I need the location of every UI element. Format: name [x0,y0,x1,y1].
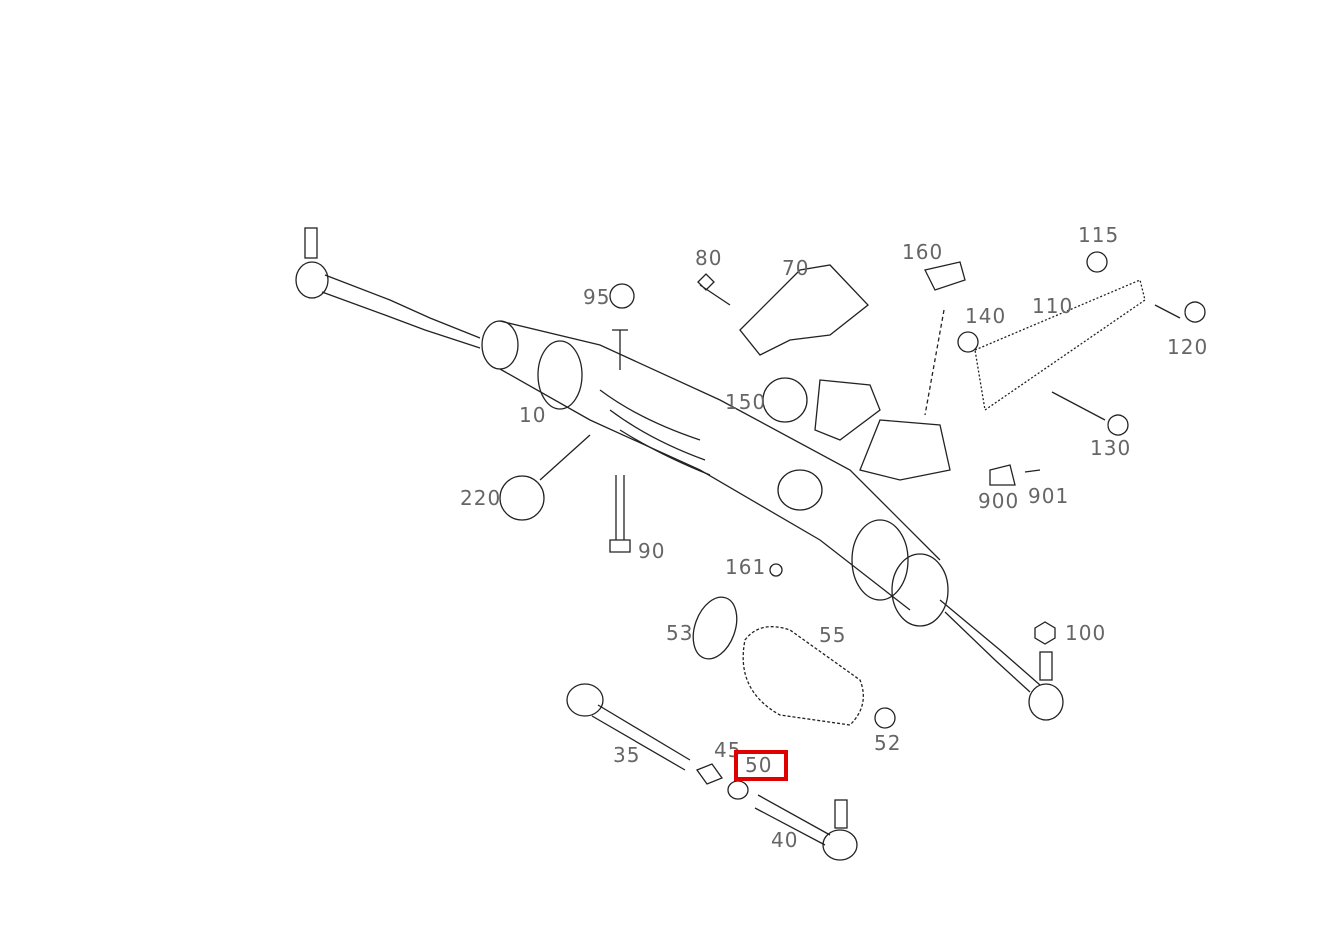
part-label-130[interactable]: 130 [1090,436,1132,460]
part-label-100[interactable]: 100 [1065,621,1107,645]
part-label-140[interactable]: 140 [965,304,1007,328]
part-label-150[interactable]: 150 [725,390,767,414]
highlight-box [734,750,788,781]
part-label-50[interactable]: 50 [745,753,773,777]
part-label-55[interactable]: 55 [819,623,847,647]
part-label-115[interactable]: 115 [1078,223,1120,247]
part-label-220[interactable]: 220 [460,486,502,510]
exploded-parts [566,596,896,861]
part-label-120[interactable]: 120 [1167,335,1209,359]
part-label-52[interactable]: 52 [874,731,902,755]
part-label-110[interactable]: 110 [1032,294,1074,318]
part-label-90[interactable]: 90 [638,539,666,563]
part-label-901[interactable]: 901 [1028,484,1070,508]
right-tie-rod [939,599,1064,721]
part-label-10[interactable]: 10 [519,403,547,427]
part-label-40[interactable]: 40 [771,828,799,852]
part-label-53[interactable]: 53 [666,621,694,645]
part-label-900[interactable]: 900 [978,489,1020,513]
part-label-45[interactable]: 45 [714,738,742,762]
part-label-95[interactable]: 95 [583,285,611,309]
left-tie-rod-end [295,227,481,349]
part-label-160[interactable]: 160 [902,240,944,264]
part-label-70[interactable]: 70 [782,256,810,280]
rack-housing [481,320,949,627]
valve-parts [499,251,1206,577]
part-label-80[interactable]: 80 [695,246,723,270]
part-label-161[interactable]: 161 [725,555,767,579]
part-label-35[interactable]: 35 [613,743,641,767]
